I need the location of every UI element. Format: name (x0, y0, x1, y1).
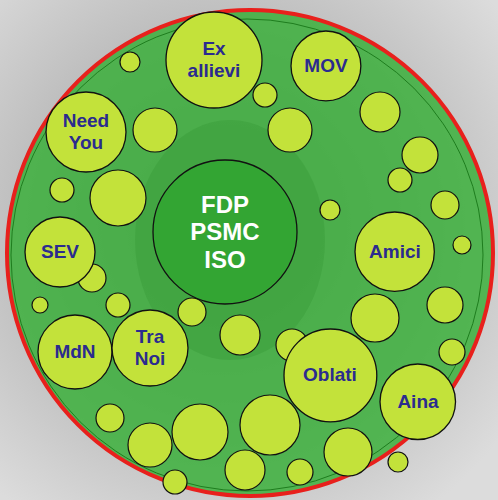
circle-shape (380, 364, 456, 440)
circle-shape (153, 160, 297, 304)
group-circle: MdN (36, 313, 114, 391)
small-circle (32, 297, 48, 313)
circle-shape (38, 315, 112, 389)
group-circle: SEV (23, 215, 97, 289)
small-circles (32, 52, 471, 494)
small-circle (50, 178, 74, 202)
small-circle (120, 52, 140, 72)
circle-shape (46, 92, 126, 172)
circle-shape (166, 12, 262, 108)
circle-label: SEV (30, 241, 90, 263)
small-circle (133, 108, 177, 152)
circle-label: FDP PSMC ISO (189, 191, 261, 274)
circle-label: MdN (43, 341, 107, 363)
circle-label: Ex allievi (179, 38, 249, 82)
small-circle (351, 294, 399, 342)
small-circle (388, 168, 412, 192)
circle-label: Amici (360, 241, 430, 263)
circle-shape (25, 217, 95, 287)
small-circle (128, 423, 172, 467)
group-circle: Need You (44, 90, 128, 174)
small-circle (90, 170, 146, 226)
circle-shape (355, 212, 434, 291)
small-circle (225, 450, 265, 490)
small-circle (172, 404, 228, 460)
group-circle: Amici (353, 210, 436, 293)
circle-shape (284, 329, 377, 422)
circle-label: Oblati (288, 364, 372, 386)
outer-circle (7, 10, 493, 496)
circle-shape (112, 310, 188, 386)
small-circle (360, 92, 400, 132)
small-circle (178, 298, 206, 326)
group-circle: Ex allievi (164, 10, 264, 110)
small-circle (431, 191, 459, 219)
small-circle (96, 404, 124, 432)
small-circle (320, 200, 340, 220)
small-circle (220, 315, 260, 355)
small-circle (427, 287, 463, 323)
small-circle (402, 137, 438, 173)
group-circle: MOV (289, 29, 363, 103)
small-circle (106, 293, 130, 317)
circle-label: Tra Noi (127, 326, 173, 370)
small-circle (240, 395, 300, 455)
circle-label: Aina (385, 391, 451, 413)
group-circle: Tra Noi (110, 308, 190, 388)
small-circle (388, 452, 408, 472)
group-circle: FDP PSMC ISO (151, 158, 299, 306)
group-circle: Aina (378, 362, 458, 442)
small-circle (439, 339, 465, 365)
small-circle (253, 83, 277, 107)
small-circle (453, 236, 471, 254)
small-circle (163, 470, 187, 494)
group-circle: Oblati (282, 327, 379, 424)
circle-shape (291, 31, 361, 101)
circle-label: MOV (296, 55, 356, 77)
circle-label: Need You (57, 110, 115, 154)
small-circle (287, 459, 313, 485)
small-circle (324, 428, 372, 476)
small-circle (268, 108, 312, 152)
